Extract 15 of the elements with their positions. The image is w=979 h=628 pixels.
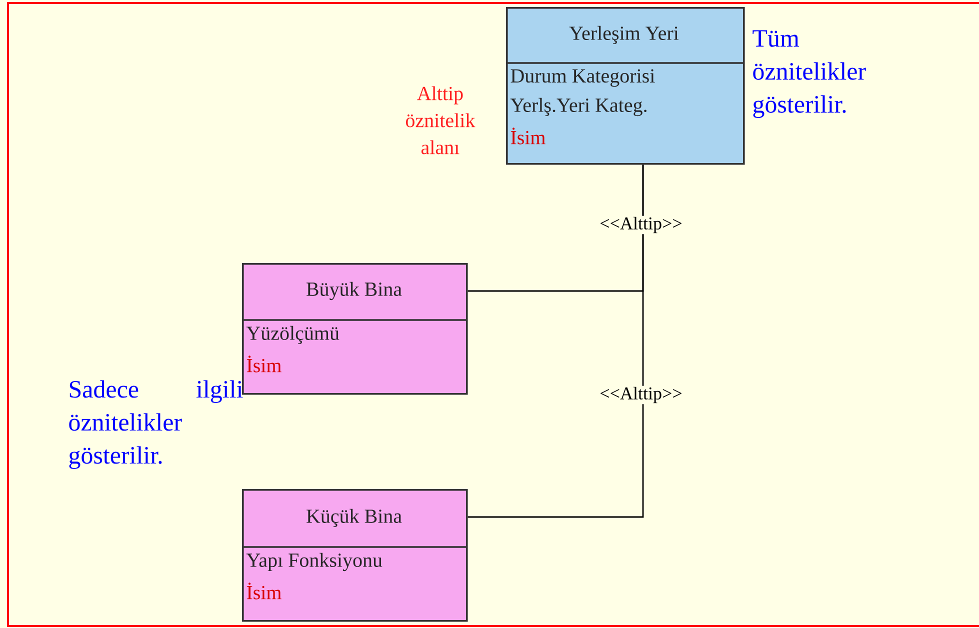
class-name: Yerleşim Yeri	[569, 26, 679, 44]
edge-label: <<Alttip>>	[600, 216, 682, 234]
edge-label: <<Alttip>>	[600, 386, 682, 404]
class-name: Küçük Bina	[306, 508, 402, 528]
attribute-text: İsim	[246, 582, 282, 600]
annotation-text: Sadece ilgili öznitelikler gösterilir.	[69, 380, 243, 469]
attribute-text: Yapı Fonksiyonu	[246, 552, 382, 572]
attribute-text: Yüzölçümü	[246, 326, 340, 344]
attribute-text: Durum Kategorisi	[510, 69, 655, 87]
attribute-text: Yerlş.Yeri Kateg.	[510, 98, 646, 116]
connector-line	[468, 164, 644, 518]
class-name: Büyük Bina	[306, 282, 402, 300]
annotation-text: Alttip öznitelik alanı	[406, 86, 476, 154]
attribute-text: İsim	[246, 356, 282, 372]
attribute-text: İsim	[510, 128, 546, 144]
